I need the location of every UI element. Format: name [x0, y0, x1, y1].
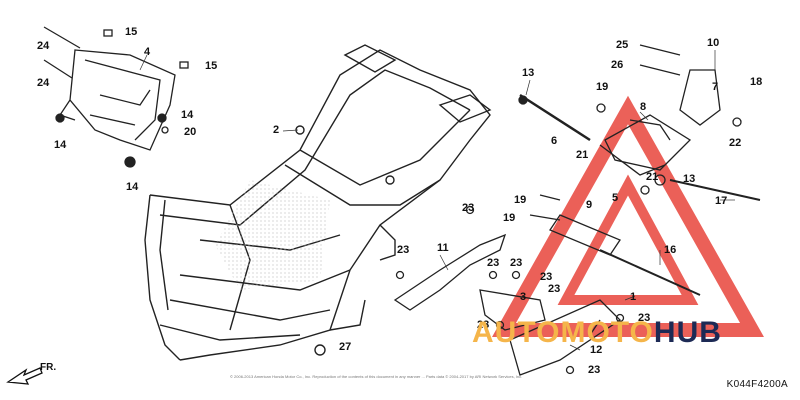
- link-assembly: [518, 44, 761, 296]
- callout-13-upper: 13: [522, 67, 535, 79]
- main-frame: [144, 44, 492, 361]
- frame-shading: [215, 180, 330, 290]
- callout-23-i: 23: [548, 283, 561, 295]
- callout-23-a: 23: [462, 202, 475, 214]
- callout-1: 1: [630, 291, 637, 303]
- callout-3: 3: [520, 291, 527, 303]
- callout-14-b: 14: [54, 139, 67, 151]
- callout-27: 27: [339, 341, 352, 353]
- callout-24-b: 24: [37, 77, 50, 89]
- watermark-triangle: [492, 95, 764, 337]
- callout-17: 17: [715, 195, 728, 207]
- callout-23-c: 23: [487, 257, 500, 269]
- callout-19-b: 19: [514, 194, 527, 206]
- callout-23-f: 23: [477, 319, 490, 331]
- callout-14-a: 14: [181, 109, 194, 121]
- callout-2: 2: [273, 124, 280, 136]
- callout-25: 25: [616, 39, 629, 51]
- callout-18: 18: [750, 76, 763, 88]
- callout-26: 26: [611, 59, 624, 71]
- watermark-word-1: AUTO: [472, 316, 561, 349]
- bracket-assembly: [43, 26, 189, 168]
- callout-23-b: 23: [397, 244, 410, 256]
- callout-4: 4: [144, 46, 151, 58]
- callout-23-h: 23: [588, 364, 601, 376]
- callout-10: 10: [707, 37, 720, 49]
- callout-23-e: 23: [540, 271, 553, 283]
- callout-12: 12: [590, 344, 603, 356]
- callout-13-lower: 13: [683, 173, 696, 185]
- callout-23-d: 23: [510, 257, 523, 269]
- watermark-logo: AUTOMOTOHUB: [472, 318, 722, 348]
- callout-16: 16: [664, 244, 677, 256]
- callout-14-c: 14: [126, 181, 139, 193]
- callout-21-b: 21: [646, 171, 659, 183]
- lower-brackets: [393, 205, 625, 376]
- callout-19-c: 19: [503, 212, 516, 224]
- front-direction-indicator: FR.: [6, 362, 66, 386]
- callout-20: 20: [184, 126, 197, 138]
- callout-11: 11: [437, 242, 449, 254]
- arrow-icon: [6, 367, 43, 385]
- callout-22: 22: [729, 137, 742, 149]
- callout-15-a: 15: [125, 26, 138, 38]
- diagram-code: K044F4200A: [726, 379, 788, 390]
- callout-5: 5: [612, 192, 619, 204]
- callout-24-a: 24: [37, 40, 50, 52]
- callout-6: 6: [551, 135, 558, 147]
- watermark-word-2: MOTO: [560, 316, 654, 349]
- copyright-notice: © 2006-2013 American Honda Motor Co., In…: [230, 374, 523, 379]
- watermark-word-3: HUB: [653, 316, 722, 349]
- callout-23-g: 23: [638, 312, 651, 324]
- callout-21-a: 21: [576, 149, 589, 161]
- callout-9: 9: [586, 199, 593, 211]
- leader-lines: [139, 50, 735, 351]
- callout-19-a: 19: [596, 81, 609, 93]
- front-direction-label: FR.: [40, 362, 57, 373]
- callout-7: 7: [712, 81, 719, 93]
- callout-8: 8: [640, 101, 647, 113]
- callout-15-b: 15: [205, 60, 218, 72]
